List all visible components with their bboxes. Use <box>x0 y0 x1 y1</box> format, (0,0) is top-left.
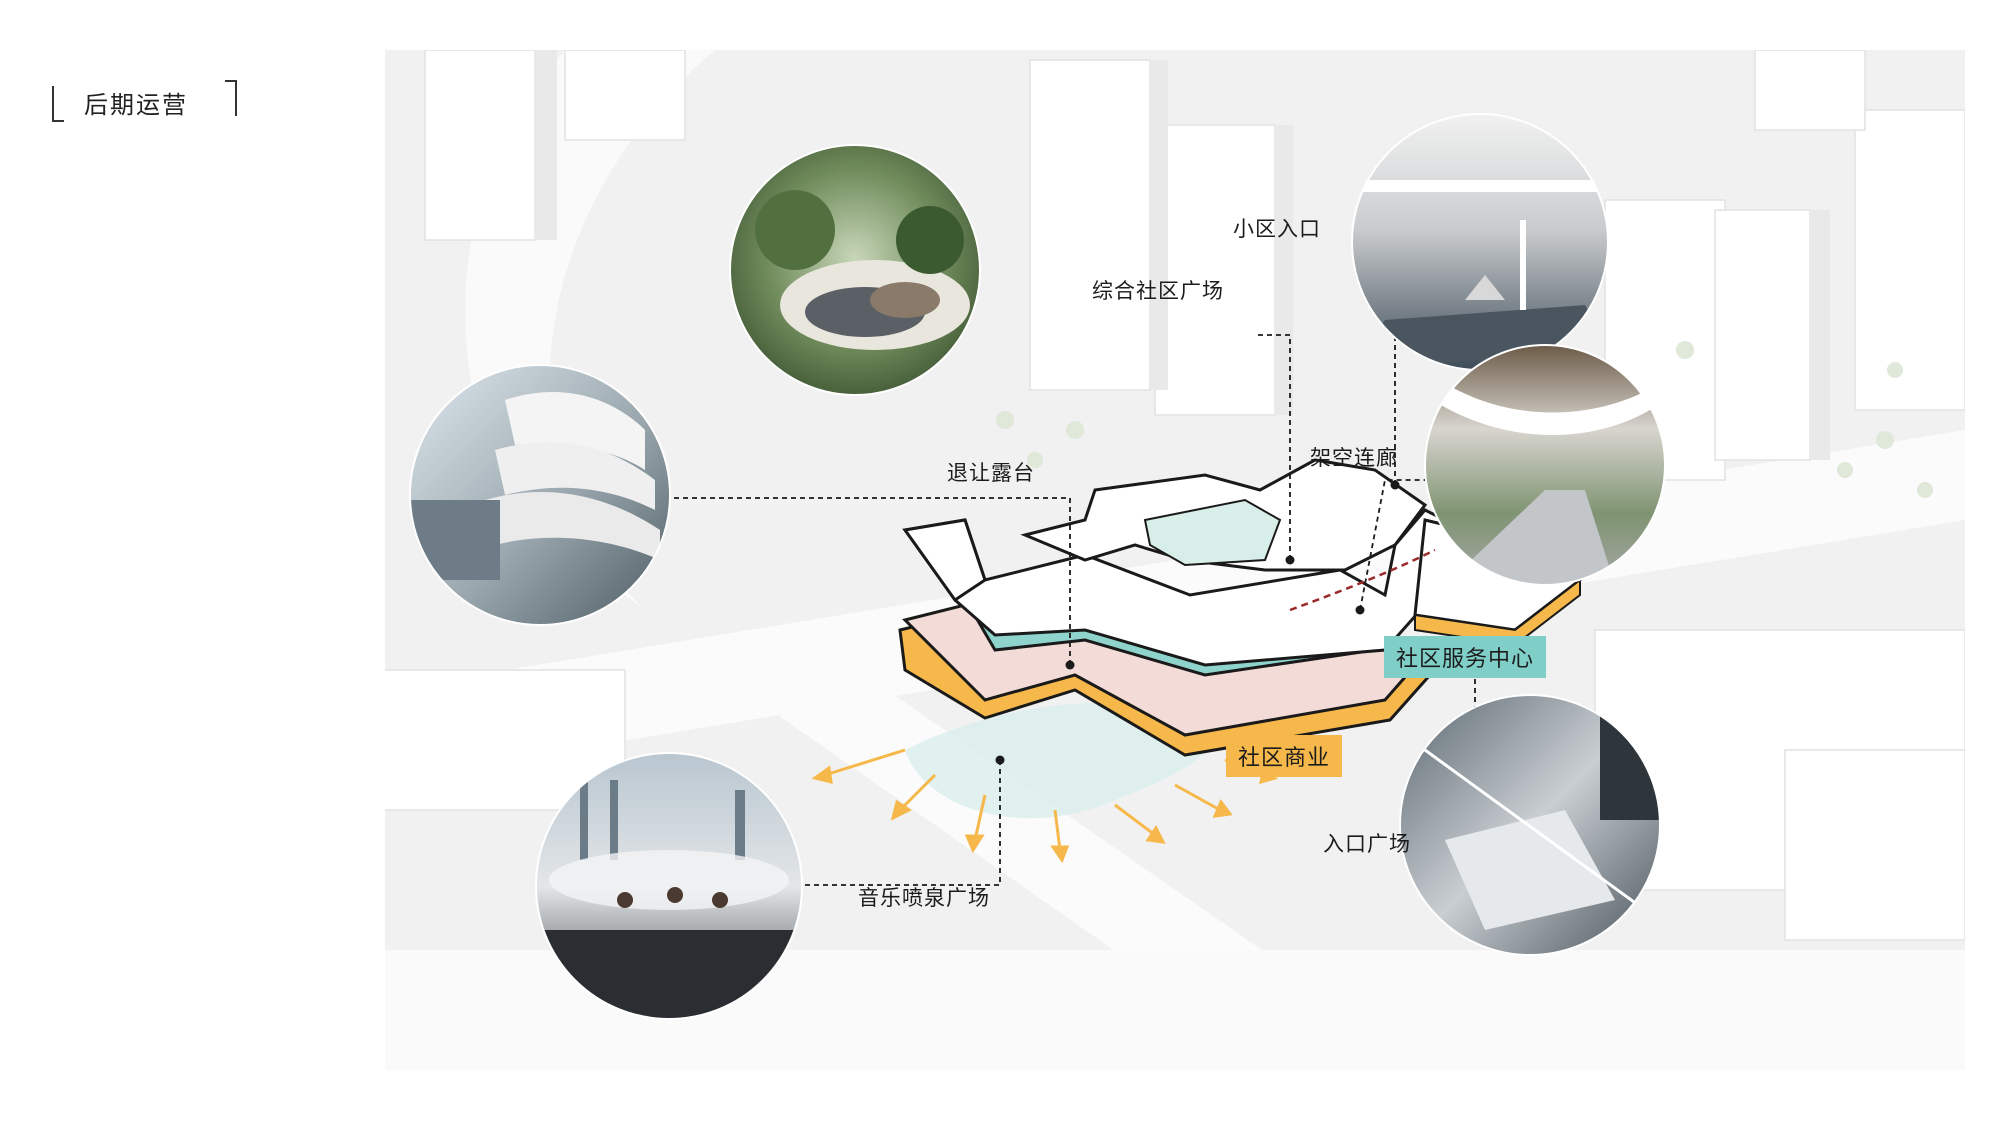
fountain-arrows <box>811 748 1279 864</box>
label-corridor: 架空连廊 <box>1310 446 1398 470</box>
tag-commercial: 社区商业 <box>1226 735 1343 777</box>
leader-community-plaza <box>1255 334 1291 560</box>
courtyard-void <box>1143 498 1282 567</box>
bridge-wing-orange <box>1414 577 1581 647</box>
upper-white-level <box>902 508 1447 667</box>
leader-fountain-plaza <box>805 760 1001 886</box>
bracket-left <box>52 86 64 122</box>
label-residential-entrance: 小区入口 <box>1233 217 1321 241</box>
photo-terrace <box>410 365 670 625</box>
site-trees <box>996 341 1933 498</box>
photo-corridor <box>1425 345 1665 585</box>
fountain-plaza-disc <box>905 702 1221 819</box>
page-title: 后期运营 <box>84 91 188 119</box>
photo-community-plaza <box>730 145 980 395</box>
tag-service-center: 社区服务中心 <box>1384 636 1547 678</box>
page-header: 后期运营 <box>52 80 237 122</box>
site-axonometric-diagram <box>385 50 1965 1070</box>
label-fountain-plaza: 音乐喷泉广场 <box>858 886 990 910</box>
label-community-plaza: 综合社区广场 <box>1092 279 1224 303</box>
leader-terrace <box>670 497 1071 665</box>
label-entrance-plaza: 入口广场 <box>1323 832 1411 856</box>
tall-blade <box>902 518 987 603</box>
context-shadows <box>535 50 1830 460</box>
central-building <box>898 458 1583 757</box>
bracket-right <box>225 80 237 116</box>
label-terrace: 退让露台 <box>947 461 1035 485</box>
photo-entrance-plaza <box>1400 695 1660 955</box>
